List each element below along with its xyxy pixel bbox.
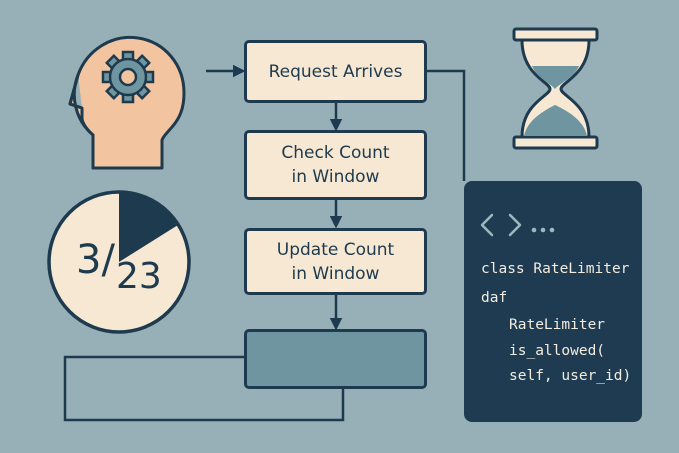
counter-denominator: 23 xyxy=(116,256,162,297)
code-panel: class RateLimiter daf RateLimiter is_all… xyxy=(464,181,642,422)
code-line-3: RateLimiter xyxy=(509,317,606,333)
step-request-arrives: Request Arrives xyxy=(244,40,427,103)
code-line-1: class RateLimiter xyxy=(481,261,630,277)
step-request-arrives-label: Request Arrives xyxy=(268,61,403,82)
head-with-gear-icon xyxy=(68,35,186,170)
pie-counter-icon xyxy=(47,190,191,334)
step-update-count: Update Count in Window xyxy=(244,228,427,295)
step-check-count: Check Count in Window xyxy=(244,130,427,200)
code-brackets-icon xyxy=(480,213,555,237)
step-check-count-label-2: in Window xyxy=(291,167,380,187)
step-final xyxy=(244,329,427,389)
step-update-count-label-2: in Window xyxy=(291,263,380,284)
code-line-4: is_allowed( xyxy=(509,343,606,359)
step-check-count-label: Check Count xyxy=(281,143,390,163)
gear-icon xyxy=(101,50,155,104)
connector-feedback-loop xyxy=(63,355,345,422)
hourglass-icon xyxy=(512,27,599,150)
connector-request-to-code xyxy=(426,69,466,181)
counter-numerator: 3/ xyxy=(76,237,115,283)
flow-connectors xyxy=(63,64,466,422)
code-line-2: daf xyxy=(481,290,508,306)
code-line-5: self, user_id) xyxy=(509,368,632,384)
step-update-count-label: Update Count xyxy=(276,239,395,260)
